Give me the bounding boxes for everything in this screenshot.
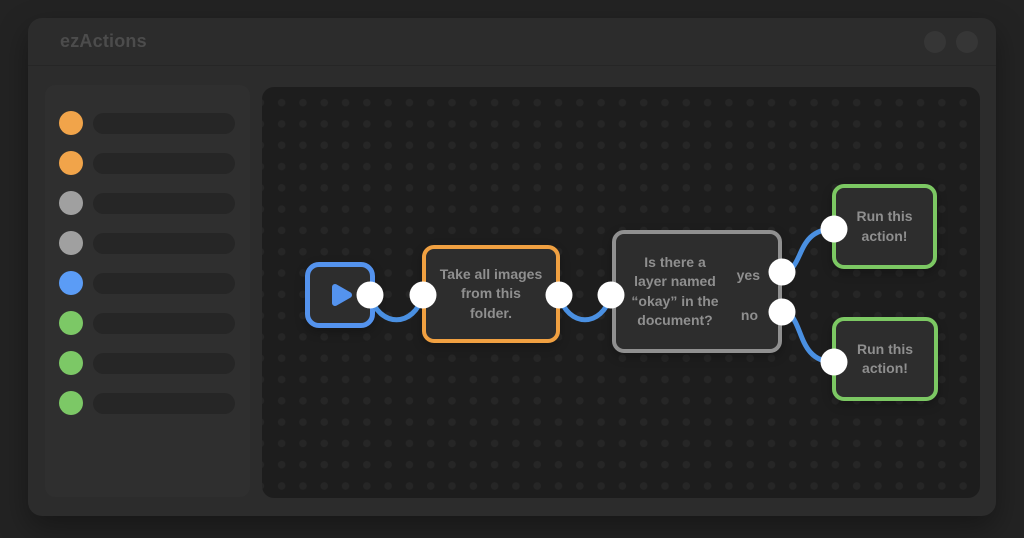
list-item[interactable] [59, 103, 250, 143]
label-placeholder-bar [93, 352, 235, 374]
green-status-dot [59, 311, 83, 335]
node-run-action-no[interactable]: Run this action! [832, 317, 938, 401]
app-window: ezActions Take all images from this fold… [28, 18, 996, 516]
orange-status-dot [59, 111, 83, 135]
node-label: Take all images from this folder. [439, 266, 543, 321]
label-placeholder-bar [93, 392, 235, 414]
label-placeholder-bar [93, 232, 235, 254]
flow-canvas[interactable]: Take all images from this folder. Is the… [262, 87, 980, 498]
list-item[interactable] [59, 383, 250, 423]
list-item[interactable] [59, 303, 250, 343]
node-label: Run this action! [856, 208, 913, 244]
label-placeholder-bar [93, 312, 235, 334]
list-item[interactable] [59, 343, 250, 383]
list-item[interactable] [59, 223, 250, 263]
node-label: Run this action! [857, 340, 913, 376]
node-layer-check[interactable]: Is there a layer named “okay” in the doc… [612, 230, 782, 353]
wire-action-to-decision [556, 292, 614, 323]
list-item[interactable] [59, 143, 250, 183]
green-status-dot [59, 391, 83, 415]
list-item[interactable] [59, 183, 250, 223]
sidebar-panel [45, 85, 250, 497]
green-status-dot [59, 351, 83, 375]
wire-no [779, 309, 837, 365]
sidebar-list [59, 103, 250, 423]
gray-status-dot [59, 191, 83, 215]
play-icon [332, 284, 352, 306]
wire-yes [779, 226, 837, 275]
list-item[interactable] [59, 263, 250, 303]
window-controls [924, 30, 978, 53]
label-placeholder-bar [93, 272, 235, 294]
branch-label-yes: yes [736, 267, 760, 283]
gray-status-dot [59, 231, 83, 255]
app-title: ezActions [60, 31, 147, 51]
node-label: Is there a layer named “okay” in the doc… [631, 254, 719, 328]
branch-label-no: no [740, 307, 758, 323]
node-start[interactable] [305, 262, 375, 328]
window-button-2[interactable] [956, 30, 978, 53]
label-placeholder-bar [93, 192, 235, 214]
title-bar: ezActions [28, 18, 996, 66]
orange-status-dot [59, 151, 83, 175]
node-take-images[interactable]: Take all images from this folder. [422, 245, 560, 343]
blue-status-dot [59, 271, 83, 295]
node-run-action-yes[interactable]: Run this action! [832, 184, 937, 269]
label-placeholder-bar [93, 112, 235, 134]
wire-start-to-action [367, 292, 426, 323]
window-button-1[interactable] [924, 30, 946, 53]
label-placeholder-bar [93, 152, 235, 174]
